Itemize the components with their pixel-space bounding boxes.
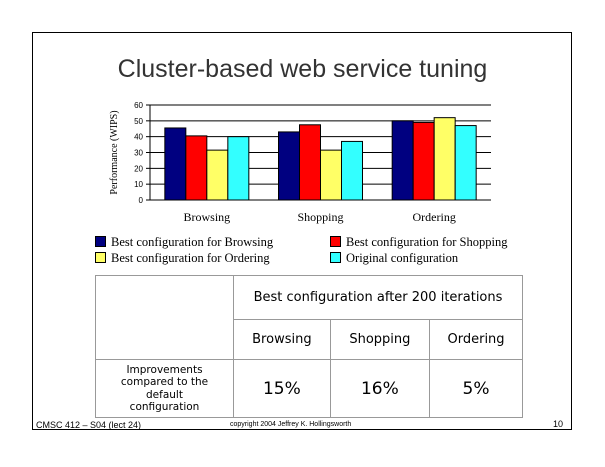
bar: [320, 149, 342, 201]
table-corner-cell: [95, 275, 234, 360]
improvement-browsing: 15%: [233, 359, 331, 418]
legend-item-2: Best configuration for Ordering: [95, 251, 270, 266]
footer-copyright: copyright 2004 Jeffrey K. Hollingsworth: [230, 421, 352, 428]
legend-item-1: Best configuration for Shopping: [330, 235, 507, 250]
legend-swatch: [330, 252, 341, 263]
bar: [206, 149, 229, 201]
footer-course: CMSC 412 – S04 (lect 24): [36, 420, 142, 430]
y-tick-label: 30: [134, 149, 143, 158]
legend-item-3: Original configuration: [330, 251, 458, 266]
y-tick-label: 0: [139, 196, 144, 205]
bar: [412, 121, 435, 201]
slide-frame: [32, 32, 572, 430]
legend-swatch: [95, 236, 106, 247]
bar: [341, 140, 363, 201]
slide-title: Cluster-based web service tuning: [117, 55, 488, 83]
y-tick-label: 40: [134, 133, 143, 142]
legend-label: Best configuration for Browsing: [111, 235, 274, 249]
bar: [278, 131, 300, 201]
bar: [454, 125, 477, 201]
y-tick-label: 10: [134, 180, 143, 189]
x-tick-label: Browsing: [183, 210, 230, 224]
legend-label: Original configuration: [346, 251, 459, 265]
legend-item-0: Best configuration for Browsing: [95, 235, 273, 250]
improvement-ordering: 5%: [429, 359, 523, 418]
page-number: 10: [553, 419, 564, 429]
y-tick-label: 50: [134, 117, 143, 126]
y-axis-label: Performance (WIPS): [109, 110, 120, 194]
y-tick-label: 20: [134, 164, 143, 173]
x-tick-label: Ordering: [413, 210, 456, 224]
column-header-browsing: Browsing: [233, 319, 331, 360]
legend-label: Best configuration for Shopping: [346, 235, 508, 249]
y-tick-label: 60: [134, 101, 143, 110]
bar: [299, 124, 321, 201]
legend-swatch: [330, 236, 341, 247]
results-table: Best configuration after 200 iterations …: [95, 275, 523, 418]
bar: [391, 120, 414, 201]
column-header-ordering: Ordering: [429, 319, 523, 360]
bar: [185, 135, 208, 201]
bar: [164, 127, 187, 201]
table-header: Best configuration after 200 iterations: [233, 275, 523, 320]
x-tick-label: Shopping: [297, 210, 343, 224]
improvement-shopping: 16%: [329, 359, 431, 418]
row-label: Improvements compared to the default con…: [95, 359, 234, 418]
bar: [227, 136, 250, 201]
column-header-shopping: Shopping: [329, 319, 431, 360]
legend-swatch: [95, 252, 106, 263]
legend-label: Best configuration for Ordering: [111, 251, 270, 265]
bar: [433, 117, 456, 201]
